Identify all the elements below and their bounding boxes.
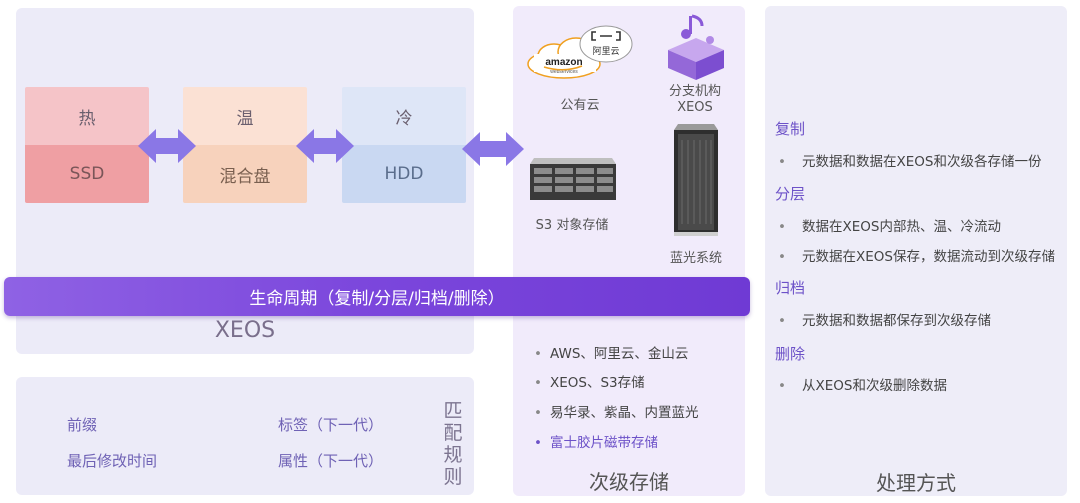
tier-warm: 温 混合盘 [183,87,307,203]
match-prefix: 前缀 [67,416,98,434]
list-item-text: 富士胶片磁带存储 [549,435,658,451]
branch-label: 分支机构 XEOS [655,84,735,116]
list-item-text: AWS、阿里云、金山云 [549,346,689,362]
tier-hot-media: SSD [25,145,149,203]
tier-warm-media: 混合盘 [183,145,307,203]
aliyun-logo-text: 阿里云 [592,46,619,57]
list-item: •元数据在XEOS保存，数据流动到次级存储 [778,249,1055,265]
tier-cold: 冷 HDD [342,87,466,203]
bluray-label: 蓝光系统 [669,251,722,266]
tier-hot: 热 SSD [25,87,149,203]
list-item: •从XEOS和次级删除数据 [778,378,947,394]
secondary-storage-title: 次级存储 [589,470,669,494]
processing-panel [765,6,1067,496]
match-rules-panel [16,377,474,495]
list-item: •XEOS、S3存储 [534,375,645,391]
cloud-logos-icon: amazon webservices 阿里云 [527,25,633,79]
secondary-storage-panel [513,6,745,496]
list-item-text: 数据在XEOS内部热、温、冷流动 [801,219,1001,235]
storage-server-icon [530,158,616,200]
double-arrow-icon [296,129,354,163]
heading-tiering: 分层 [775,185,806,203]
public-cloud-label: 公有云 [560,98,600,113]
list-item: •数据在XEOS内部热、温、冷流动 [778,219,1001,235]
list-item-text: XEOS、S3存储 [549,375,645,391]
heading-delete: 删除 [775,345,806,363]
tier-cold-label: 冷 [342,87,466,145]
box-music-icon [668,14,724,80]
match-attribute: 属性（下一代） [278,452,384,470]
heading-replicate: 复制 [775,120,806,138]
processing-title: 处理方式 [876,471,956,495]
amazon-logo-text: amazon [545,57,582,68]
double-arrow-icon [462,132,524,166]
list-item-text: 元数据和数据都保存到次级存储 [801,313,991,329]
match-rules-title: 匹配规则 [443,400,463,488]
branch-label-line2: XEOS [677,100,713,115]
double-arrow-icon [138,129,196,163]
list-item-text: 元数据在XEOS保存，数据流动到次级存储 [801,249,1055,265]
tier-warm-label: 温 [183,87,307,145]
list-item: •富士胶片磁带存储 [534,435,658,451]
s3-storage-label: S3 对象存储 [535,218,609,233]
amazon-logo-subtext: webservices [550,69,578,75]
match-modified-time: 最后修改时间 [67,452,158,470]
list-item-text: 易华录、紫晶、内置蓝光 [549,405,699,421]
list-item: •易华录、紫晶、内置蓝光 [534,405,699,421]
branch-label-line1: 分支机构 [668,84,721,99]
list-item: •元数据和数据在XEOS和次级各存储一份 [778,154,1042,170]
heading-archive: 归档 [775,279,806,297]
xeos-label: XEOS [214,318,276,343]
tier-cold-media: HDD [342,145,466,203]
list-item-text: 元数据和数据在XEOS和次级各存储一份 [801,154,1042,170]
list-item-text: 从XEOS和次级删除数据 [801,378,947,394]
list-item: •元数据和数据都保存到次级存储 [778,313,991,329]
tower-rack-icon [674,124,718,236]
lifecycle-bar: 生命周期（复制/分层/归档/删除） [4,277,750,316]
list-item: •AWS、阿里云、金山云 [534,346,689,362]
match-tag: 标签（下一代） [278,416,384,434]
tier-hot-label: 热 [25,87,149,145]
